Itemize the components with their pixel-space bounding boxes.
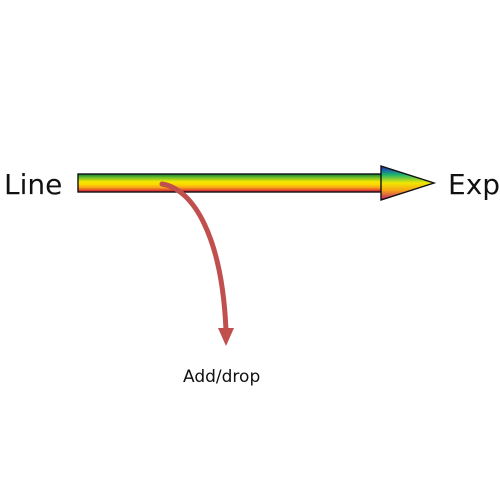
start-label: Line bbox=[4, 168, 63, 201]
main-arrow bbox=[77, 165, 437, 201]
main-arrow-shaft bbox=[77, 173, 385, 193]
branch-arrow-curve bbox=[159, 181, 229, 333]
branch-label: Add/drop bbox=[183, 367, 261, 387]
branch-arrow-head bbox=[218, 328, 234, 346]
branch-arrow bbox=[159, 181, 234, 346]
end-label: Exp bbox=[448, 168, 500, 201]
main-arrow-head bbox=[380, 165, 437, 201]
